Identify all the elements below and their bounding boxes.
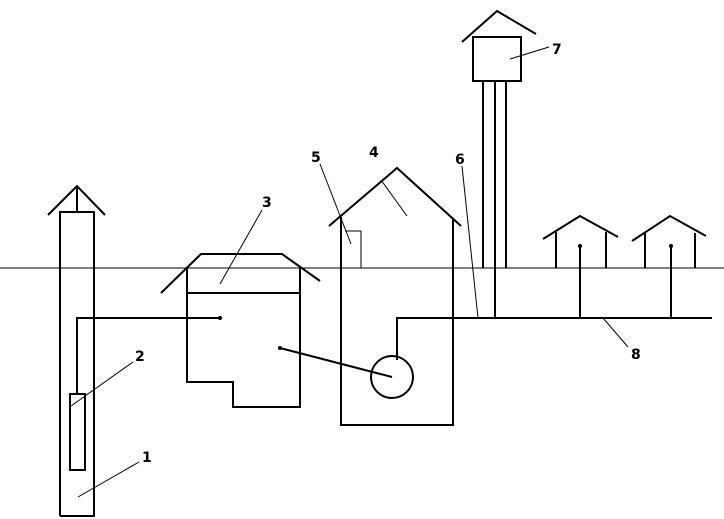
label-7: 7: [552, 42, 562, 58]
consumer-house-a: [542, 214, 619, 318]
transfer-pipe: [279, 347, 393, 378]
label-4: 4: [369, 145, 379, 161]
pump-house: [328, 166, 462, 426]
arrow-dots: [218, 244, 673, 350]
label-6: 6: [455, 152, 465, 168]
pump-pipe: [76, 317, 220, 394]
storage-tank: [160, 253, 321, 408]
label-8: 8: [631, 347, 641, 363]
leader-lines: [70, 46, 629, 498]
label-3: 3: [262, 195, 272, 211]
well: [47, 184, 106, 517]
label-2: 2: [135, 349, 145, 365]
distribution-pipe: [396, 317, 712, 360]
label-1: 1: [142, 450, 152, 466]
consumer-house-b: [631, 214, 707, 318]
label-5: 5: [311, 150, 321, 166]
water-tower: [461, 9, 537, 318]
